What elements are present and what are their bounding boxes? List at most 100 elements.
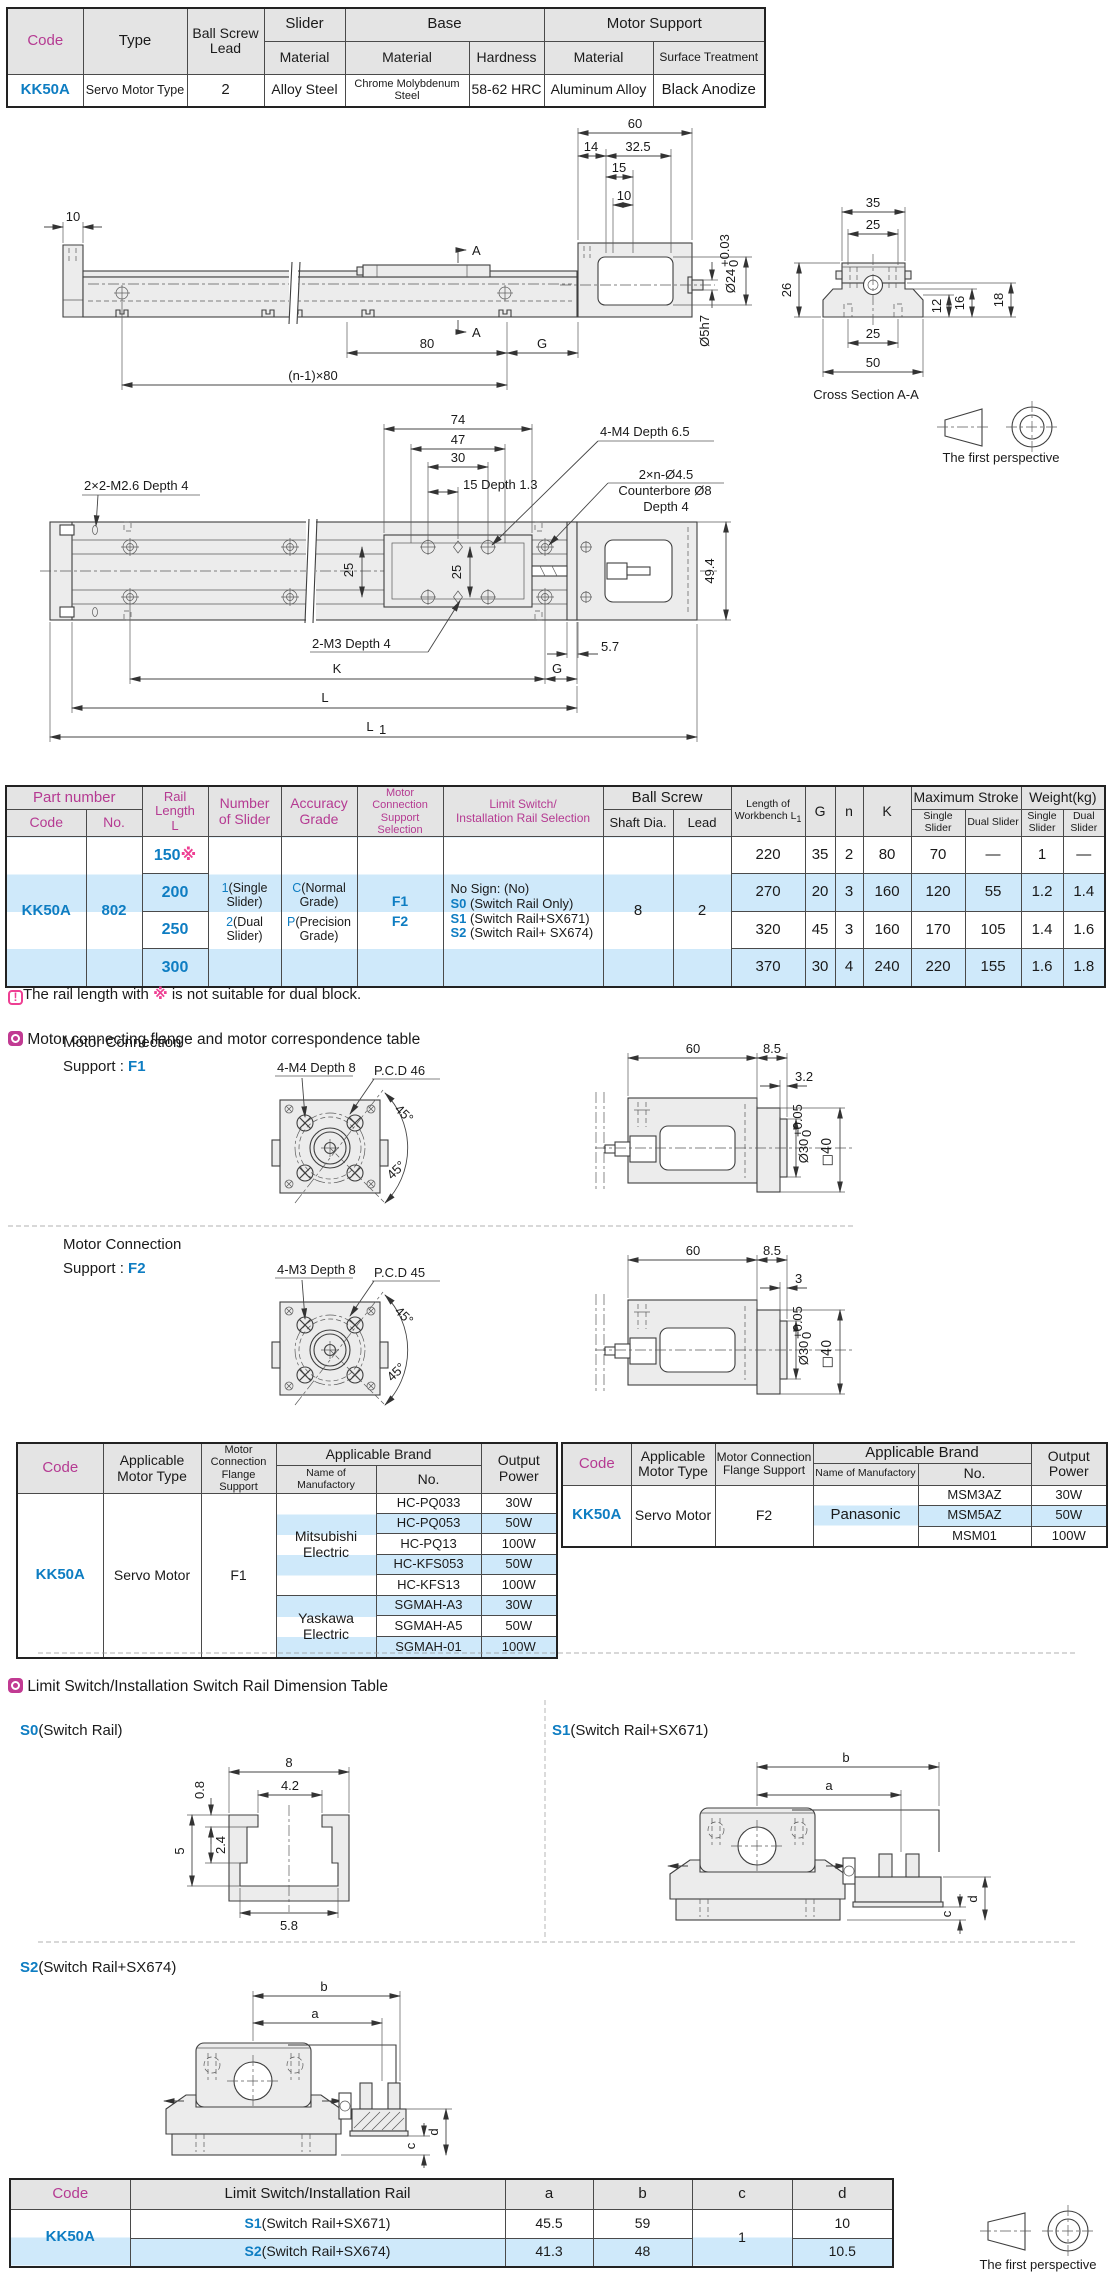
mtf2-row1-power: 50W xyxy=(1030,1504,1108,1527)
mt-header-weight-single: Single Slider xyxy=(1020,808,1064,838)
first-perspective-symbol-bottom: The first perspective xyxy=(979,2205,1097,2272)
section-icon-flange xyxy=(8,1031,23,1046)
svg-text:□40: □40 xyxy=(820,1340,835,1369)
mtf2-header-mfr: Name of Manufactory xyxy=(812,1462,919,1486)
mt-header-g: G xyxy=(804,785,836,838)
cs-dim-26: 26 xyxy=(779,283,794,297)
note-counterbore-depth: Depth 4 xyxy=(643,499,689,514)
mt-row1-weight-dual: 1.4 xyxy=(1062,873,1106,913)
svg-text:0: 0 xyxy=(799,1332,814,1339)
svg-text:+0.03: +0.03 xyxy=(717,234,732,267)
svg-text:Ø30: Ø30 xyxy=(796,1341,811,1366)
mt-slider-options: 1(Single Slider)2(Dual Slider) xyxy=(207,836,282,988)
section-a-top-label: A xyxy=(472,243,481,258)
dim-l1: L xyxy=(366,719,373,734)
lt-row0-b: 59 xyxy=(592,2208,693,2239)
mt-header-limit-switch: Limit Switch/Installation Rail Selection xyxy=(442,785,604,838)
side-view xyxy=(62,242,715,325)
mtf1-flange-value: F1 xyxy=(200,1493,277,1659)
dim-47: 47 xyxy=(451,432,465,447)
mt-shaft-value: 8 xyxy=(602,836,674,988)
s2-dim-b: b xyxy=(320,1979,327,1994)
cs-dim-25-bottom: 25 xyxy=(866,326,880,341)
note-2m3: 2-M3 Depth 4 xyxy=(312,636,391,651)
mtf1-row0-power: 30W xyxy=(480,1493,558,1515)
f1-angle-1: 45° xyxy=(392,1101,417,1125)
first-perspective-label-top: The first perspective xyxy=(942,450,1059,465)
dim-n80: (n-1)×80 xyxy=(288,368,338,383)
dim-g-top: G xyxy=(552,661,562,676)
lt-header-code: Code xyxy=(9,2178,131,2210)
top-view xyxy=(40,518,720,624)
svg-text:16: 16 xyxy=(952,296,967,310)
mtf1-header-mfr: Name of Manufactory xyxy=(275,1465,377,1495)
mt-row2-weight-dual: 1.6 xyxy=(1062,911,1106,950)
cs-dim-18: 18 xyxy=(991,293,1006,307)
lt-row1-a: 41.3 xyxy=(504,2237,594,2268)
mt-rail-250: 250 xyxy=(141,911,209,950)
s1-dim-d: d xyxy=(965,1895,980,1902)
mt-row3-G: 30 xyxy=(804,948,836,988)
mt-header-weight: Weight(kg) xyxy=(1020,785,1106,810)
mtf1-row6-power: 50W xyxy=(480,1615,558,1638)
s1-drawing: b a c d xyxy=(667,1750,991,1934)
spec-header-base-material: Material xyxy=(344,40,470,75)
section-title-flange: Motor connecting flange and motor corres… xyxy=(8,1031,420,1049)
dim-14: 14 xyxy=(584,139,598,154)
spec-slider-material-value: Alloy Steel xyxy=(263,73,346,108)
mt-row0-stroke-dual: — xyxy=(964,836,1022,875)
dim-5-7: 5.7 xyxy=(601,639,619,654)
mt-header-shaft: Shaft Dia. xyxy=(602,808,674,838)
spec-surface-value: Black Anodize xyxy=(652,73,766,108)
mtf2-header-no: No. xyxy=(917,1462,1032,1486)
f2-bolt-note: 4-M3 Depth 8 xyxy=(277,1262,356,1277)
mt-rail-150: 150※ xyxy=(141,836,209,875)
mt-limit-options: No Sign: (No) S0 (Switch Rail Only) S1 (… xyxy=(442,836,604,988)
dim-k: K xyxy=(333,661,342,676)
mtf1-row1-no: HC-PQ053 xyxy=(375,1513,482,1535)
s0-dim-8: 8 xyxy=(285,1755,292,1770)
mt-row1-n: 3 xyxy=(834,873,864,913)
mt-row3-weight-single: 1.6 xyxy=(1020,948,1064,988)
f1-dim-85: 8.5 xyxy=(763,1041,781,1056)
cs-dim-35: 35 xyxy=(866,195,880,210)
limit-switch-table: Code Limit Switch/Installation Rail a b … xyxy=(9,2178,894,2268)
mtf2-row0-power: 30W xyxy=(1030,1484,1108,1506)
mt-row3-weight-dual: 1.8 xyxy=(1062,948,1106,988)
svg-text:Ø24: Ø24 xyxy=(723,269,738,294)
section-icon-limit xyxy=(8,1678,23,1693)
mt-row0-stroke-single: 70 xyxy=(910,836,966,875)
mt-row1-L1: 270 xyxy=(730,873,806,913)
lt-row0-name: S1(Switch Rail+SX671) xyxy=(129,2208,506,2239)
svg-text:26: 26 xyxy=(779,283,794,297)
mt-row1-stroke-dual: 55 xyxy=(964,873,1022,913)
spec-header-surface: Surface Treatment xyxy=(652,40,766,75)
mt-row3-K: 240 xyxy=(862,948,912,988)
first-perspective-symbol-top: The first perspective xyxy=(937,401,1060,465)
dim-15-depth: 15 Depth 1.3 xyxy=(463,477,537,492)
s0-dim-58: 5.8 xyxy=(280,1918,298,1933)
mtf1-code-value: KK50A xyxy=(16,1493,104,1659)
mt-row2-stroke-single: 170 xyxy=(910,911,966,950)
f2-side-view: 60 8.5 3 Ø30+0.050 □40 xyxy=(595,1243,852,1395)
mt-row3-n: 4 xyxy=(834,948,864,988)
f1-dim-60: 60 xyxy=(686,1041,700,1056)
lt-header-b: b xyxy=(592,2178,693,2210)
cs-dim-25-top: 25 xyxy=(866,217,880,232)
dim-l1-sub: 1 xyxy=(379,722,386,737)
mtf1-row7-no: SGMAH-01 xyxy=(375,1636,482,1659)
mt-row2-weight-single: 1.4 xyxy=(1020,911,1064,950)
s0-dim-5: 5 xyxy=(172,1847,187,1854)
svg-text:5: 5 xyxy=(172,1847,187,1854)
svg-text:+0.05: +0.05 xyxy=(790,1306,805,1339)
svg-text:d: d xyxy=(965,1895,980,1902)
